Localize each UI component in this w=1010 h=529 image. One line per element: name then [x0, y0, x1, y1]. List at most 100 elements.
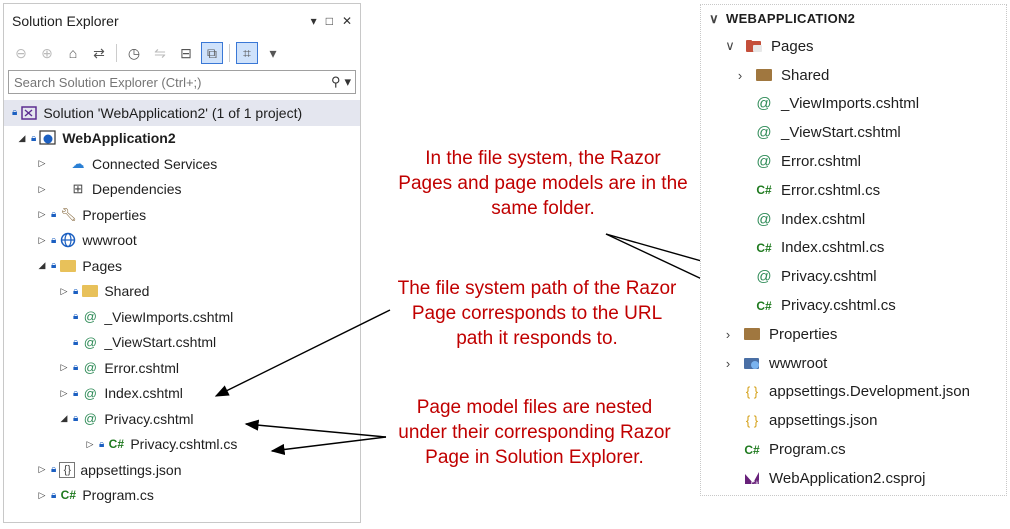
lock-icon: 🔒︎	[51, 260, 57, 272]
collapsed-arrow-icon[interactable]: ▷	[38, 209, 46, 220]
show-all-files-icon[interactable]: ⧉	[201, 42, 223, 64]
toolbar-separator	[229, 44, 230, 62]
chevron-down-icon[interactable]: ∨	[709, 10, 719, 26]
vs-tree-item-viewstart[interactable]: @ _ViewStart.cshtml	[701, 118, 1006, 147]
vs-tree-item-privacy-cs[interactable]: C# Privacy.cshtml.cs	[701, 291, 1006, 320]
collapsed-arrow-icon[interactable]: ▷	[38, 464, 46, 475]
vs-tree-item-viewimports[interactable]: @ _ViewImports.cshtml	[701, 90, 1006, 119]
csharp-file-icon: C#	[756, 183, 772, 198]
chevron-down-icon[interactable]: ∨	[725, 38, 735, 54]
expanded-arrow-icon[interactable]: ◢	[38, 260, 46, 271]
vs-tree-item-appsettings[interactable]: { } appsettings.json	[701, 406, 1006, 435]
file-nesting-icon[interactable]: ⌗	[236, 42, 258, 64]
tree-item-solution[interactable]: 🔒︎ Solution 'WebApplication2' (1 of 1 pr…	[4, 100, 360, 126]
tree-item-project[interactable]: ◢ 🔒︎ WebApplication2	[4, 126, 360, 152]
search-options-icon[interactable]: ▾	[344, 74, 351, 89]
razor-file-icon: @	[83, 385, 97, 401]
tree-item-privacy-cs[interactable]: ▷ 🔒︎ C# Privacy.cshtml.cs	[4, 432, 360, 458]
lock-icon: 🔒︎	[51, 234, 57, 246]
vs-tree-item-privacy[interactable]: @ Privacy.cshtml	[701, 262, 1006, 291]
tree-item-label: Shared	[104, 283, 150, 300]
vs-tree-item-appsettings-dev[interactable]: { } appsettings.Development.json	[701, 378, 1006, 407]
expanded-arrow-icon[interactable]: ◢	[60, 413, 68, 424]
properties-dropdown-icon[interactable]: ▾	[269, 44, 277, 61]
expanded-arrow-icon[interactable]: ◢	[18, 132, 26, 143]
collapsed-arrow-icon[interactable]: ▷	[86, 438, 94, 449]
tree-item-index[interactable]: ▷ 🔒︎ @ Index.cshtml	[4, 381, 360, 407]
collapsed-arrow-icon[interactable]: ▷	[38, 183, 46, 194]
vs-tree-item-csproj[interactable]: C# WebApplication2.csproj	[701, 464, 1006, 493]
annotation-nested: Page model files are nested under their …	[398, 397, 671, 468]
csharp-file-icon: C#	[60, 488, 76, 503]
tree-item-pages[interactable]: ◢ 🔒︎ Pages	[4, 253, 360, 279]
csharp-file-icon: C#	[744, 442, 760, 457]
collapsed-arrow-icon[interactable]: ▷	[60, 285, 68, 296]
tree-item-label: Error.cshtml.cs	[781, 181, 881, 199]
lock-icon: 🔒︎	[51, 489, 57, 501]
switch-views-icon[interactable]: ⇄	[93, 44, 105, 61]
tree-item-label: Pages	[82, 257, 123, 274]
back-icon[interactable]: ⊖	[15, 44, 27, 61]
vs-tree-item-error[interactable]: @ Error.cshtml	[701, 147, 1006, 176]
tree-item-program[interactable]: ▷ 🔒︎ C# Program.cs	[4, 483, 360, 509]
search-icon[interactable]: ⚲	[330, 74, 341, 89]
tree-item-label: Program.cs	[769, 441, 846, 459]
tree-item-connected-services[interactable]: ▷ ☁ Connected Services	[4, 151, 360, 177]
sync-icon[interactable]: ⇋	[154, 44, 166, 61]
razor-file-icon: @	[756, 268, 772, 286]
tree-item-wwwroot[interactable]: ▷ 🔒︎ wwwroot	[4, 228, 360, 254]
vs-tree-item-wwwroot[interactable]: › wwwroot	[701, 349, 1006, 378]
vs-tree-item-pages[interactable]: ∨ Pages	[701, 32, 1006, 61]
vs-tree-item-shared[interactable]: › Shared	[701, 61, 1006, 90]
tree-item-properties[interactable]: ▷ 🔒︎ 🔧︎ Properties	[4, 202, 360, 228]
folder-icon	[59, 259, 77, 272]
chevron-right-icon[interactable]: ›	[737, 67, 743, 83]
tree-item-viewimports[interactable]: 🔒︎ @ _ViewImports.cshtml	[4, 304, 360, 330]
pages-folder-icon	[745, 39, 763, 53]
collapsed-arrow-icon[interactable]: ▷	[38, 489, 46, 500]
vs-tree-item-index-cs[interactable]: C# Index.cshtml.cs	[701, 234, 1006, 263]
tree-item-label: Solution 'WebApplication2' (1 of 1 proje…	[43, 104, 303, 121]
folder-icon	[755, 69, 773, 82]
lock-icon: 🔒︎	[12, 107, 18, 119]
vs-tree-item-properties[interactable]: › Properties	[701, 320, 1006, 349]
solution-explorer-titlebar: Solution Explorer ▾ □ ✕	[4, 4, 360, 38]
maximize-icon[interactable]: □	[325, 14, 333, 28]
search-box[interactable]: ⚲ ▾	[8, 70, 356, 94]
vs-tree-item-program[interactable]: C# Program.cs	[701, 435, 1006, 464]
vs-tree-item-error-cs[interactable]: C# Error.cshtml.cs	[701, 176, 1006, 205]
collapsed-arrow-icon[interactable]: ▷	[60, 362, 68, 373]
tree-item-privacy[interactable]: ◢ 🔒︎ @ Privacy.cshtml	[4, 406, 360, 432]
close-icon[interactable]: ✕	[341, 14, 352, 28]
tree-item-label: Pages	[771, 37, 814, 55]
annotation-path-maps-url: The file system path of the Razor Page c…	[397, 278, 677, 349]
dropdown-arrow-icon[interactable]: ▾	[310, 14, 317, 28]
tree-item-label: wwwroot	[769, 354, 828, 372]
tree-item-appsettings[interactable]: ▷ 🔒︎ {} appsettings.json	[4, 457, 360, 483]
collapsed-arrow-icon[interactable]: ▷	[60, 387, 68, 398]
properties-icon: 🔧︎	[60, 206, 77, 222]
razor-file-icon: @	[83, 334, 97, 350]
forward-icon[interactable]: ⊕	[41, 44, 53, 61]
collapsed-arrow-icon[interactable]: ▷	[38, 158, 46, 169]
tree-item-shared[interactable]: ▷ 🔒︎ Shared	[4, 279, 360, 305]
collapsed-arrow-icon[interactable]: ▷	[38, 234, 46, 245]
razor-file-icon: @	[83, 309, 97, 325]
collapse-all-icon[interactable]: ⊟	[180, 44, 192, 61]
solution-icon	[20, 106, 38, 120]
chevron-right-icon[interactable]: ›	[725, 355, 731, 371]
chevron-right-icon[interactable]: ›	[725, 326, 731, 342]
tree-item-viewstart[interactable]: 🔒︎ @ _ViewStart.cshtml	[4, 330, 360, 356]
json-file-icon: { }	[745, 384, 759, 400]
annotation-same-folder: In the file system, the Razor Pages and …	[398, 148, 688, 219]
lock-icon: 🔒︎	[99, 438, 105, 450]
tree-item-dependencies[interactable]: ▷ ⊞ Dependencies	[4, 177, 360, 203]
dependencies-icon: ⊞	[72, 181, 84, 197]
lock-icon: 🔒︎	[51, 464, 57, 476]
home-icon[interactable]: ⌂	[68, 45, 78, 61]
tree-item-error[interactable]: ▷ 🔒︎ @ Error.cshtml	[4, 355, 360, 381]
search-input[interactable]	[14, 74, 327, 90]
pending-changes-icon[interactable]: ◷	[127, 44, 141, 61]
vs-tree-item-index[interactable]: @ Index.cshtml	[701, 205, 1006, 234]
vscode-explorer-header[interactable]: ∨ WEBAPPLICATION2	[701, 5, 1006, 32]
